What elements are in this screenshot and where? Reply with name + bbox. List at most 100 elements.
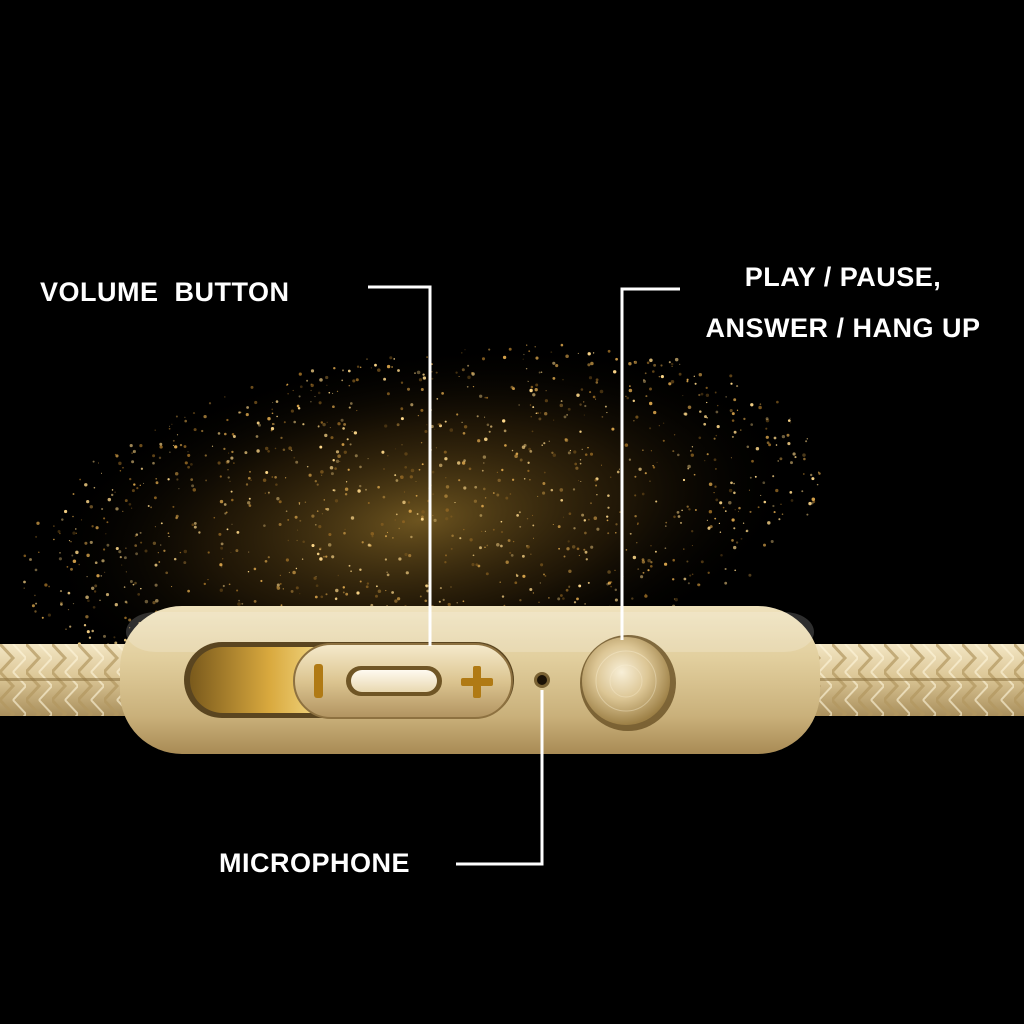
dust-particle bbox=[560, 400, 563, 403]
round-button-icon[interactable] bbox=[580, 635, 676, 731]
dust-particle bbox=[187, 465, 190, 469]
dust-particle bbox=[509, 551, 512, 554]
dust-particle bbox=[775, 444, 778, 446]
dust-particle bbox=[342, 586, 346, 589]
dust-particle bbox=[317, 425, 320, 428]
dust-particle bbox=[552, 361, 556, 365]
dust-particle bbox=[244, 451, 248, 455]
dust-particle bbox=[93, 590, 97, 593]
dust-particle bbox=[271, 408, 274, 411]
dust-particle bbox=[590, 361, 594, 366]
dust-particle bbox=[375, 594, 378, 598]
dust-particle bbox=[649, 564, 653, 568]
dust-particle bbox=[323, 555, 325, 558]
dust-particle bbox=[67, 591, 71, 595]
dust-particle bbox=[89, 540, 93, 544]
dust-particle bbox=[697, 583, 701, 587]
dust-particle bbox=[505, 560, 509, 564]
dust-particle bbox=[699, 410, 702, 413]
microphone-label: MICROPHONE bbox=[219, 848, 411, 878]
dust-particle bbox=[471, 563, 475, 567]
dust-particle bbox=[560, 343, 564, 347]
dust-particle bbox=[780, 503, 782, 505]
dust-particle bbox=[775, 488, 779, 493]
dust-particle bbox=[341, 379, 344, 382]
dust-particle bbox=[132, 449, 136, 454]
dust-particle bbox=[789, 491, 793, 494]
dust-particle bbox=[806, 513, 809, 516]
dust-particle bbox=[361, 541, 364, 544]
dust-particle bbox=[593, 516, 598, 520]
dust-particle bbox=[154, 563, 158, 567]
dust-particle bbox=[439, 587, 442, 590]
dust-particle bbox=[445, 477, 447, 479]
dust-particle bbox=[763, 543, 766, 547]
dust-particle bbox=[606, 519, 609, 522]
dust-particle bbox=[573, 450, 577, 454]
dust-particle bbox=[737, 510, 740, 513]
dust-particle bbox=[664, 525, 667, 527]
dust-particle bbox=[474, 485, 478, 489]
dust-particle bbox=[218, 532, 222, 536]
dust-particle bbox=[288, 446, 292, 450]
dust-particle bbox=[436, 398, 439, 400]
dust-particle bbox=[500, 520, 503, 523]
dust-particle bbox=[249, 470, 251, 473]
dust-particle bbox=[611, 427, 615, 431]
dust-particle bbox=[583, 414, 585, 416]
dust-particle bbox=[275, 483, 278, 486]
dust-particle bbox=[681, 509, 683, 512]
dust-particle bbox=[359, 465, 362, 469]
dust-particle bbox=[438, 600, 441, 603]
dust-particle bbox=[806, 438, 808, 440]
dust-particle bbox=[154, 429, 156, 431]
dust-particle bbox=[386, 571, 388, 573]
dust-particle bbox=[100, 575, 103, 577]
dust-particle bbox=[69, 625, 72, 628]
minus-icon[interactable] bbox=[314, 664, 323, 698]
dust-particle bbox=[183, 445, 187, 448]
dust-particle bbox=[594, 479, 597, 482]
dust-particle bbox=[396, 597, 401, 601]
dust-particle bbox=[724, 510, 727, 512]
dust-particle bbox=[778, 518, 781, 521]
dust-particle bbox=[444, 494, 448, 498]
dust-particle bbox=[129, 477, 132, 481]
dust-particle bbox=[111, 489, 114, 491]
dust-particle bbox=[544, 574, 547, 577]
dust-particle bbox=[559, 594, 563, 597]
dust-particle bbox=[521, 445, 526, 450]
dust-particle bbox=[187, 589, 190, 593]
dust-particle bbox=[447, 602, 451, 607]
dust-particle bbox=[173, 557, 177, 561]
dust-particle bbox=[126, 602, 128, 604]
dust-particle bbox=[79, 478, 81, 481]
dust-particle bbox=[344, 528, 346, 531]
dust-particle bbox=[488, 430, 491, 433]
dust-particle bbox=[201, 429, 204, 433]
dust-particle bbox=[713, 491, 715, 494]
dust-particle bbox=[159, 442, 163, 446]
dust-particle bbox=[484, 546, 486, 548]
dust-particle bbox=[29, 558, 32, 561]
dust-particle bbox=[496, 493, 500, 497]
dust-particle bbox=[568, 569, 572, 574]
dust-particle bbox=[260, 579, 263, 583]
dust-particle bbox=[335, 459, 340, 463]
dust-particle bbox=[548, 440, 550, 442]
dust-particle bbox=[285, 510, 288, 513]
dust-particle bbox=[728, 501, 732, 505]
plus-icon[interactable] bbox=[461, 666, 493, 698]
dust-particle bbox=[426, 589, 430, 593]
volume-button[interactable] bbox=[184, 642, 514, 719]
dust-particle bbox=[187, 453, 191, 457]
dust-particle bbox=[612, 370, 617, 374]
dust-particle bbox=[247, 501, 251, 505]
dust-particle bbox=[740, 429, 742, 431]
dust-particle bbox=[526, 545, 528, 547]
dust-particle bbox=[461, 368, 465, 372]
dust-particle bbox=[563, 555, 566, 558]
dust-particle bbox=[472, 554, 475, 557]
dust-particle bbox=[101, 559, 105, 563]
dust-particle bbox=[564, 438, 569, 442]
